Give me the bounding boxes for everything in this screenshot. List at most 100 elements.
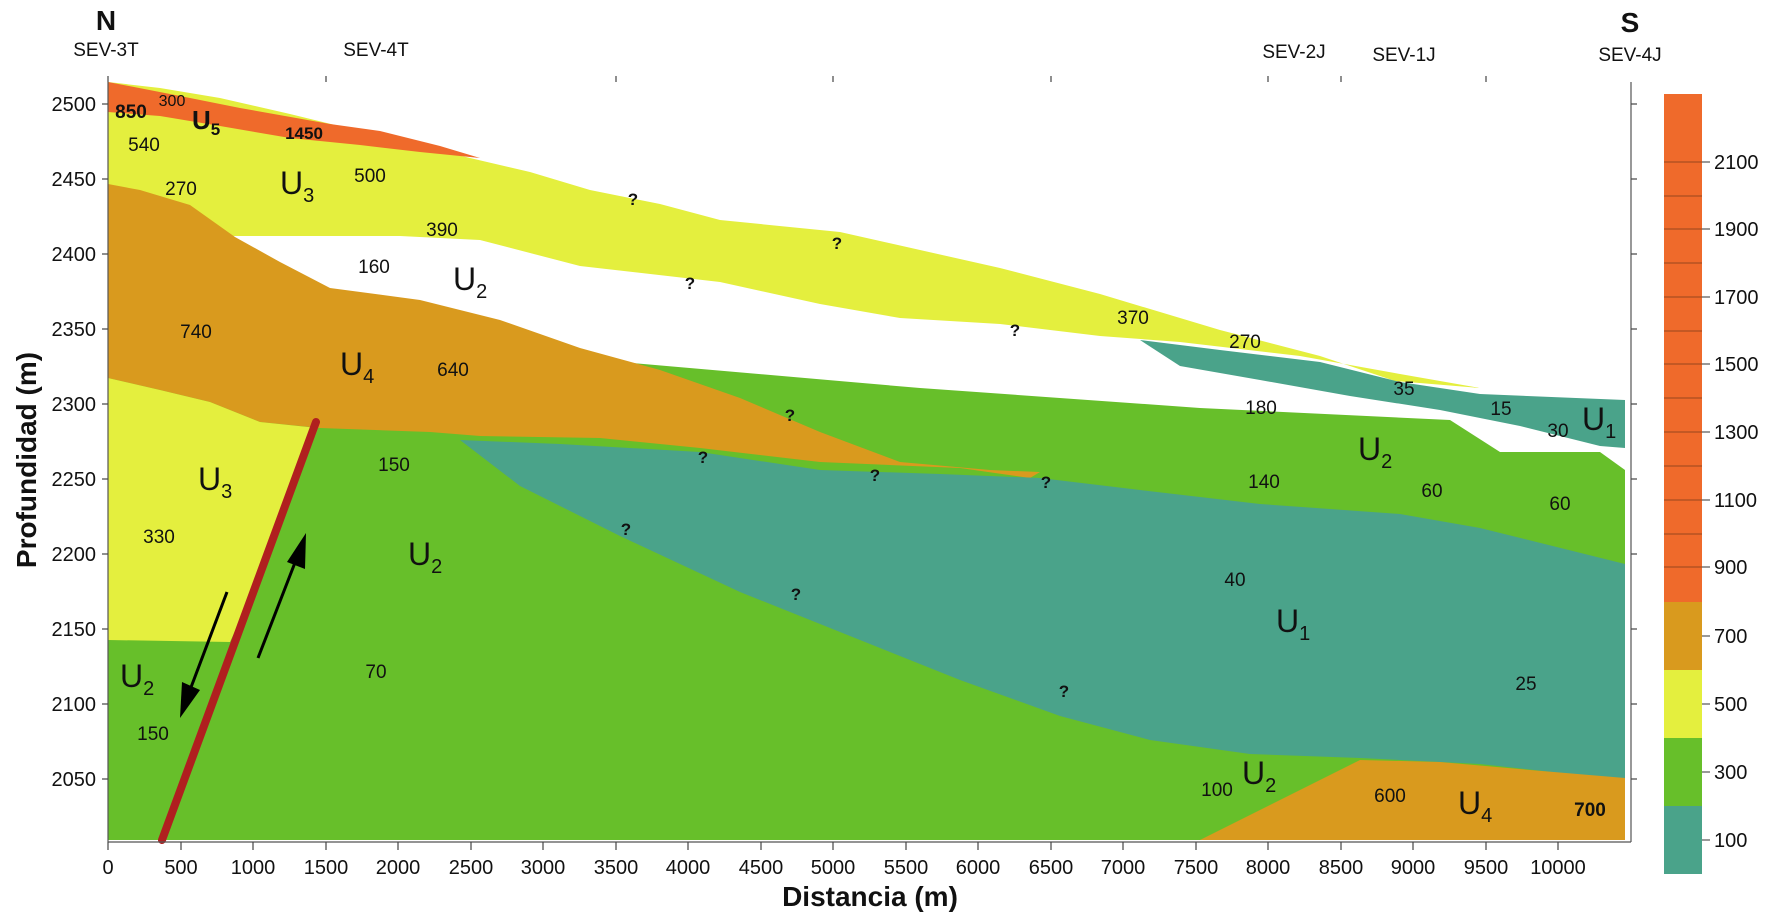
uncertainty-mark: ?	[1010, 321, 1020, 340]
resistivity-values: 850 300 1450 540 500 270 390 160 740 640…	[115, 93, 1606, 821]
colorbar-tick-label: 900	[1714, 557, 1747, 579]
x-tick-label: 10000	[1530, 857, 1586, 879]
colorbar-segment-yellow	[1664, 670, 1702, 738]
sev-label: SEV-4T	[343, 40, 409, 61]
y-tick-label: 2200	[52, 544, 97, 566]
uncertainty-mark: ?	[1041, 473, 1051, 492]
layer-u5-orange	[108, 82, 480, 158]
unit-u4-label: U4	[1458, 785, 1492, 827]
resistivity-value: 35	[1393, 379, 1414, 400]
x-tick-marks	[107, 76, 1559, 850]
colorbar-tick-label: 500	[1714, 694, 1747, 716]
resistivity-value: 740	[180, 322, 212, 343]
x-tick-label: 1000	[231, 857, 276, 879]
uncertainty-mark: ?	[785, 406, 795, 425]
resistivity-value: 30	[1547, 421, 1568, 442]
y-tick-labels: 2500 2450 2400 2350 2300 2250 2200 2150 …	[52, 94, 97, 791]
x-tick-label: 7500	[1174, 857, 1219, 879]
resistivity-value: 600	[1374, 786, 1406, 807]
resistivity-value: 140	[1248, 472, 1280, 493]
sev-label: SEV-4J	[1598, 45, 1661, 66]
colorbar-segment-orange	[1664, 94, 1702, 602]
resistivity-value: 330	[143, 527, 175, 548]
y-tick-label: 2350	[52, 319, 97, 341]
resistivity-value: 370	[1117, 308, 1149, 329]
y-tick-label: 2400	[52, 244, 97, 266]
resistivity-value: 540	[128, 135, 160, 156]
colorbar-tick-label: 1300	[1714, 422, 1759, 444]
colorbar-tick-label: 300	[1714, 762, 1747, 784]
resistivity-value: 60	[1421, 481, 1442, 502]
layer-u4-lower	[1200, 760, 1625, 840]
resistivity-value: 700	[1574, 800, 1606, 821]
colorbar-tick-label: 100	[1714, 830, 1747, 852]
uncertainty-mark: ?	[1059, 682, 1069, 701]
resistivity-value: 150	[378, 455, 410, 476]
unit-u4-label: U4	[340, 346, 374, 388]
colorbar-tick-label: 1100	[1714, 490, 1757, 512]
uncertainty-mark: ?	[791, 585, 801, 604]
x-tick-label: 2000	[376, 857, 421, 879]
uncertainty-mark: ?	[628, 190, 638, 209]
unit-u2-label: U2	[1242, 755, 1276, 797]
y-tick-label: 2050	[52, 769, 97, 791]
layer-u1-main	[460, 440, 1625, 780]
colorbar-tick-label: 700	[1714, 626, 1747, 648]
x-tick-label: 7000	[1101, 857, 1146, 879]
resistivity-value: 270	[1229, 332, 1261, 353]
x-tick-label: 6500	[1029, 857, 1074, 879]
uncertainty-marks: ? ? ? ? ? ? ? ? ? ? ?	[621, 190, 1069, 701]
y-tick-label: 2450	[52, 169, 97, 191]
unit-u3-label: U3	[280, 165, 314, 207]
x-tick-label: 2500	[449, 857, 494, 879]
arrow-down-icon	[180, 591, 229, 718]
layer-u3-surface	[108, 82, 1480, 388]
x-axis-title: Distancia (m)	[782, 881, 958, 912]
sev-label: SEV-3T	[73, 40, 139, 61]
x-tick-labels: 0 500 1000 1500 2000 2500 3000 3500 4000…	[102, 857, 1585, 879]
fault-line	[158, 418, 320, 844]
unit-u2-label: U2	[453, 261, 487, 303]
x-tick-label: 500	[164, 857, 197, 879]
arrow-up-icon	[256, 533, 306, 659]
south-label: S	[1621, 7, 1640, 38]
x-tick-label: 3000	[521, 857, 566, 879]
layer-u4-upper	[108, 184, 1040, 478]
x-tick-label: 9500	[1464, 857, 1509, 879]
resistivity-value: 160	[358, 257, 390, 278]
resistivity-value: 1450	[285, 124, 323, 143]
y-axis-title: Profundidad (m)	[11, 352, 42, 568]
x-tick-label: 8500	[1319, 857, 1364, 879]
unit-u2-label: U2	[408, 536, 442, 578]
y-tick-marks	[102, 103, 1637, 780]
x-tick-label: 3500	[594, 857, 639, 879]
x-tick-label: 4000	[666, 857, 711, 879]
sev-label: SEV-2J	[1262, 42, 1325, 63]
y-tick-label: 2150	[52, 619, 97, 641]
resistivity-value: 25	[1515, 674, 1536, 695]
unit-labels: U5 U3 U2 U4 U3 U2 U2 U2 U1 U1 U2 U4	[120, 105, 1616, 827]
resistivity-value: 100	[1201, 780, 1233, 801]
resistivity-value: 150	[137, 724, 169, 745]
north-label: N	[96, 5, 116, 36]
x-tick-label: 4500	[739, 857, 784, 879]
x-tick-label: 5000	[811, 857, 856, 879]
unit-u3-label: U3	[198, 461, 232, 503]
resistivity-value: 40	[1224, 570, 1245, 591]
layer-u3-lower	[108, 378, 318, 642]
colorbar-tick-label: 1500	[1714, 354, 1759, 376]
x-tick-label: 1500	[304, 857, 349, 879]
uncertainty-mark: ?	[685, 274, 695, 293]
resistivity-value: 390	[426, 220, 458, 241]
colorbar-segment-green	[1664, 738, 1702, 806]
resistivity-value: 60	[1549, 494, 1570, 515]
resistivity-value: 180	[1245, 398, 1277, 419]
y-tick-label: 2100	[52, 694, 97, 716]
y-tick-label: 2250	[52, 469, 97, 491]
unit-u1-label: U1	[1276, 603, 1310, 645]
unit-u2-label: U2	[1358, 431, 1392, 473]
y-tick-label: 2300	[52, 394, 97, 416]
resistivity-value: 640	[437, 360, 469, 381]
resistivity-value: 300	[159, 93, 186, 110]
